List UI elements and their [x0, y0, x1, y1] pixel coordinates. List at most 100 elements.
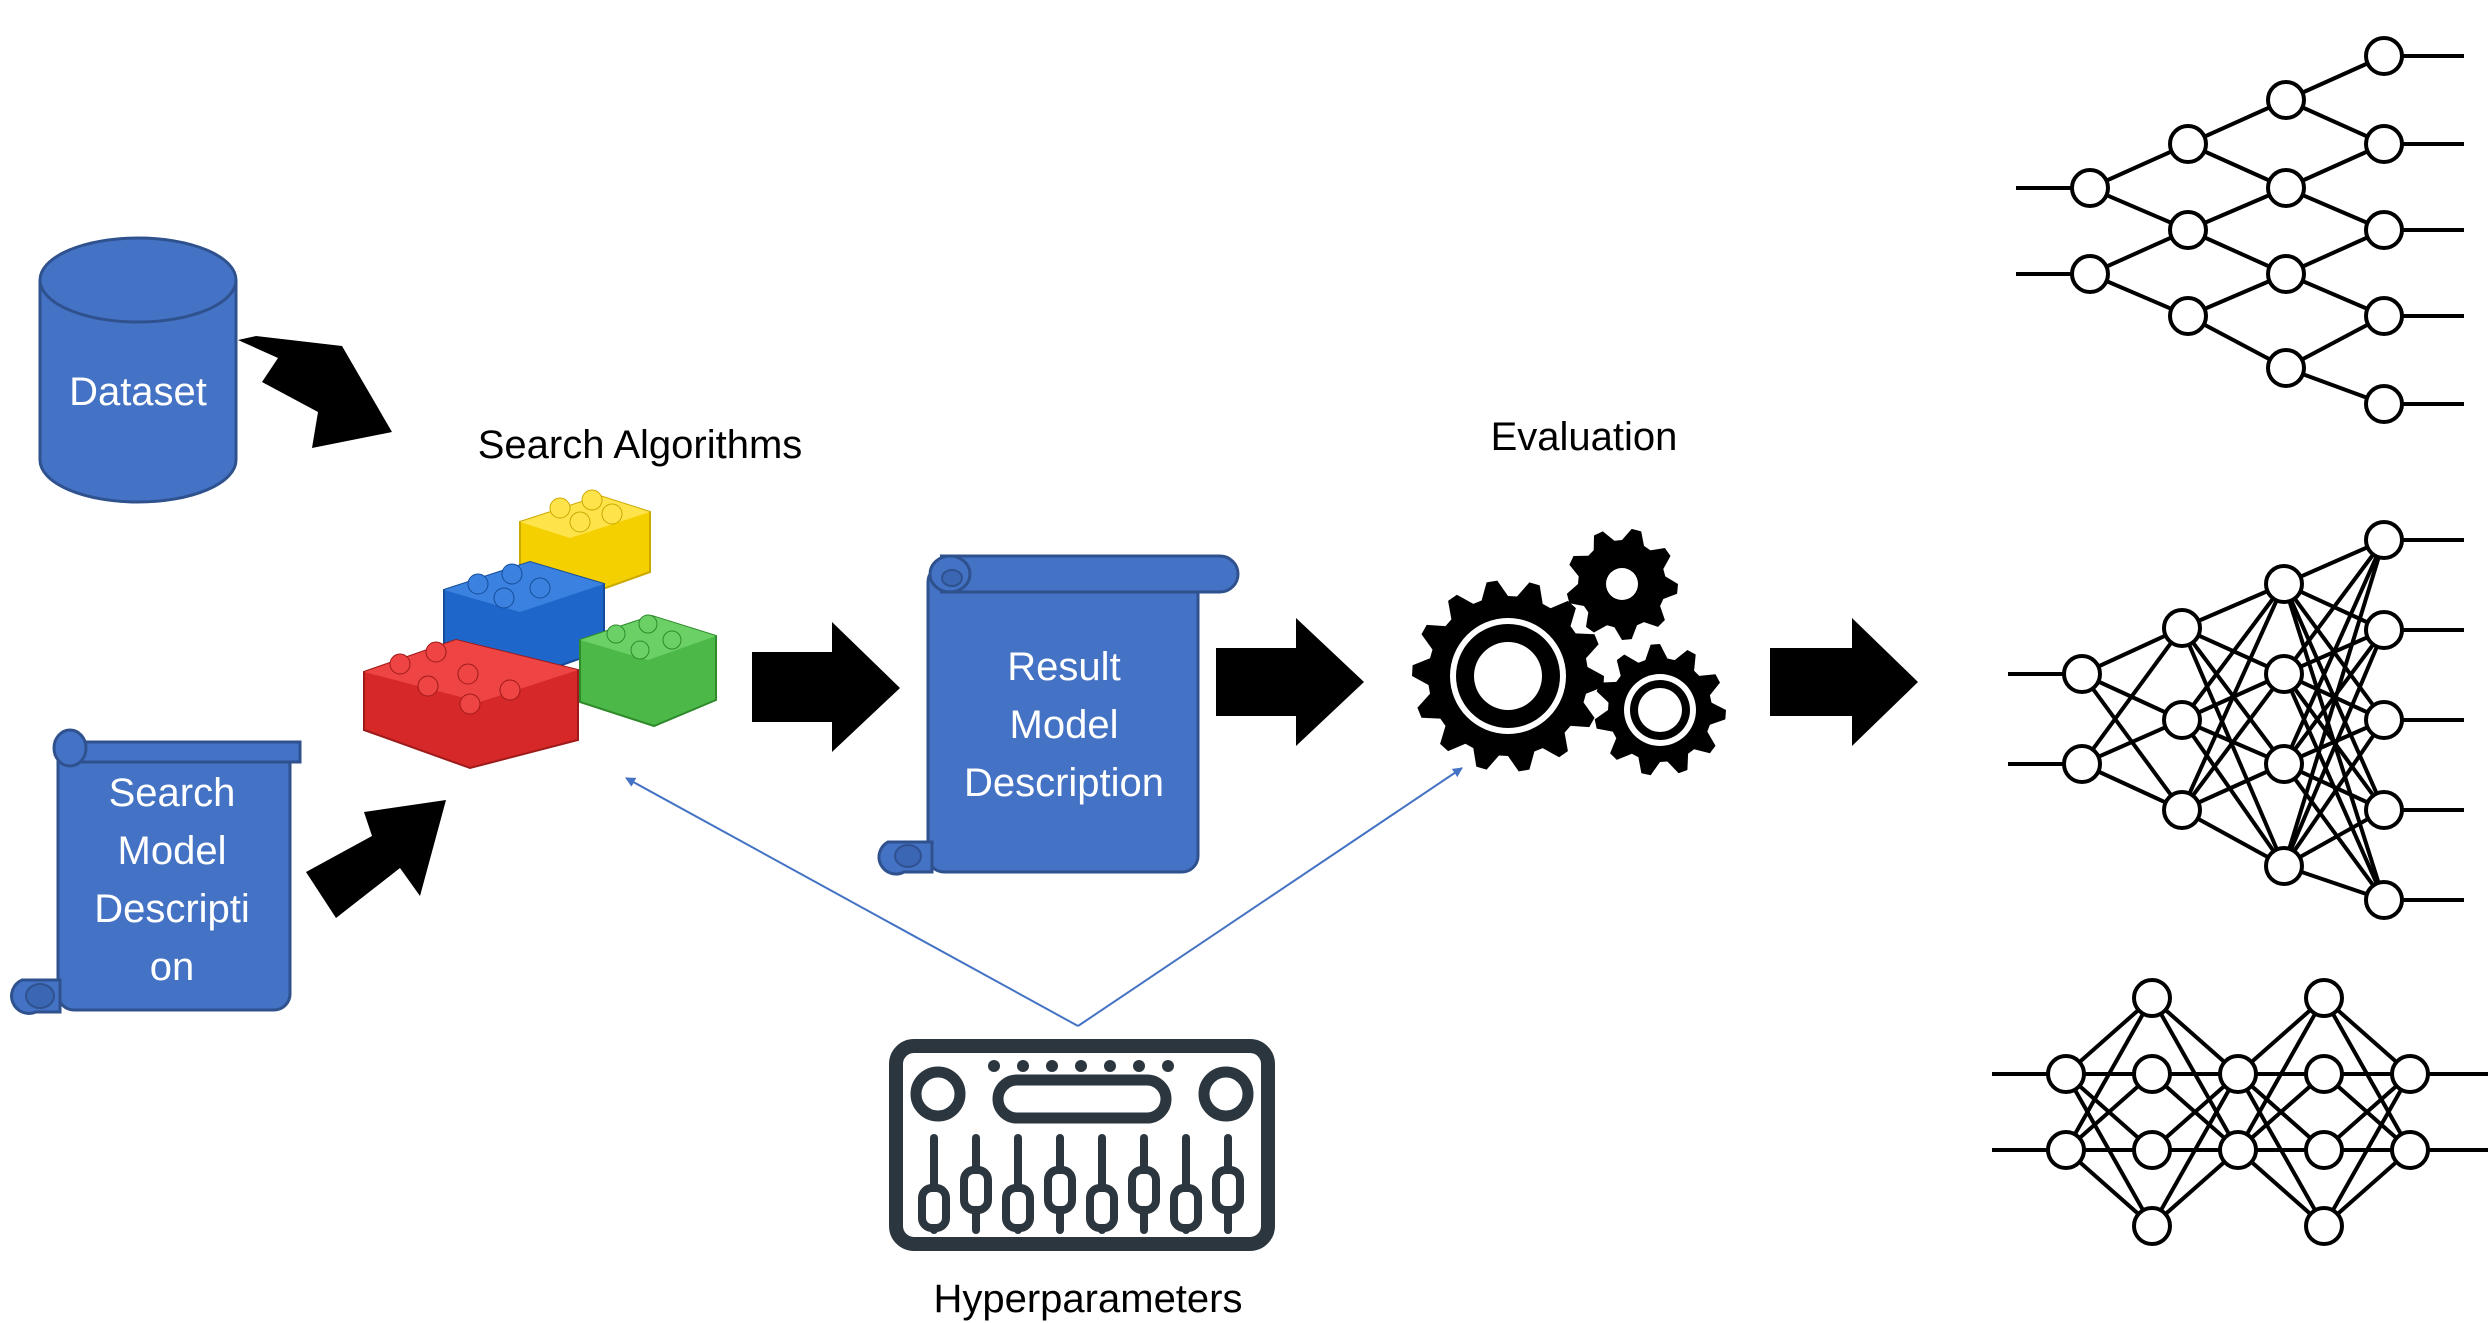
network-node: [2168, 210, 2208, 250]
network-node: [2364, 124, 2404, 164]
network-node: [2132, 1130, 2172, 1170]
arrow-dataset-to-search: [238, 336, 392, 448]
hyper-to-search-arrow: [625, 777, 1079, 1027]
network-node: [2304, 1054, 2344, 1094]
network-node: [2364, 880, 2404, 920]
network-top: [2016, 36, 2464, 424]
network-node: [2266, 80, 2306, 120]
network-node: [2266, 348, 2306, 388]
arrow-result-to-eval: [1216, 618, 1364, 746]
network-node: [2364, 296, 2404, 336]
network-edge: [2180, 627, 2286, 867]
mixer-led-dot: [1017, 1060, 1029, 1072]
result-model-line-2: Model: [1010, 703, 1119, 747]
gear-small-top-icon: [1566, 528, 1678, 640]
search-model-line-3: Descripti: [94, 887, 250, 931]
mixer-slider-knob: [1002, 1184, 1034, 1232]
network-node: [2168, 296, 2208, 336]
network-node: [2264, 846, 2304, 886]
network-node: [2132, 1206, 2172, 1246]
network-node: [2046, 1054, 2086, 1094]
network-node: [2364, 700, 2404, 740]
network-node: [2364, 790, 2404, 830]
network-node: [2132, 978, 2172, 1018]
search-model-line-4: on: [150, 945, 195, 989]
network-node: [2304, 1206, 2344, 1246]
gear-small-right-icon: [1594, 644, 1726, 776]
network-node: [2168, 124, 2208, 164]
network-edge: [2236, 997, 2326, 1151]
network-middle: [2008, 520, 2464, 920]
network-node: [2132, 1054, 2172, 1094]
network-node: [2218, 1130, 2258, 1170]
network-edges: [1992, 996, 2488, 1228]
hyperparameters-label: Hyperparameters: [933, 1277, 1242, 1321]
mixer-slider-knob: [918, 1184, 950, 1232]
gear-hole: [1606, 568, 1638, 600]
network-node: [2390, 1130, 2430, 1170]
network-node: [2364, 520, 2404, 560]
network-edge: [2180, 582, 2286, 722]
gears-icon: [1412, 528, 1726, 776]
network-node: [2162, 608, 2202, 648]
network-node: [2364, 210, 2404, 250]
network-node: [2218, 1054, 2258, 1094]
network-edge: [2080, 626, 2184, 766]
result-model-line-3: Description: [964, 761, 1164, 805]
mixer-slider-knob: [1212, 1166, 1244, 1214]
network-edge: [2282, 539, 2386, 765]
network-edge: [2282, 629, 2386, 867]
network-bottom: [1992, 978, 2488, 1246]
network-edge: [2180, 718, 2286, 868]
network-node: [2264, 564, 2304, 604]
network-edge: [2180, 672, 2286, 812]
network-node: [2070, 254, 2110, 294]
network-node: [2162, 700, 2202, 740]
network-node: [2046, 1130, 2086, 1170]
mixer-slider-knob: [960, 1166, 992, 1214]
search-model-line-2: Model: [118, 829, 227, 873]
mixer-slider-knob: [1086, 1184, 1118, 1232]
network-node: [2162, 790, 2202, 830]
mixer-slider-knob: [1044, 1166, 1076, 1214]
evaluation-label: Evaluation: [1491, 415, 1678, 459]
network-edge: [2064, 997, 2154, 1151]
arrow-search-to-result: [752, 622, 900, 752]
network-edge: [2150, 1073, 2240, 1227]
dataset-cylinder: Dataset: [38, 236, 238, 504]
network-node: [2390, 1054, 2430, 1094]
lego-blocks-icon: [363, 489, 717, 770]
arrow-search-model-to-search: [306, 800, 446, 918]
mixer-slider-knob: [1128, 1166, 1160, 1214]
network-node: [2266, 168, 2306, 208]
network-edge: [2282, 539, 2386, 867]
dataset-label: Dataset: [69, 370, 207, 414]
result-model-scroll: Result Model Description: [877, 554, 1240, 876]
arrow-eval-to-networks: [1770, 618, 1918, 746]
search-algorithms-label: Search Algorithms: [478, 423, 803, 467]
mixer-led-dot: [1046, 1060, 1058, 1072]
network-edge: [2180, 583, 2286, 811]
network-node: [2364, 610, 2404, 650]
mixer-led-dot: [1075, 1060, 1087, 1072]
network-node: [2304, 978, 2344, 1018]
network-node: [2364, 384, 2404, 424]
network-node: [2062, 744, 2102, 784]
network-edge: [2282, 538, 2386, 676]
network-node: [2070, 168, 2110, 208]
network-edge: [2282, 718, 2386, 868]
network-node: [2264, 654, 2304, 694]
mixer-led-dot: [988, 1060, 1000, 1072]
network-node: [2266, 254, 2306, 294]
network-edge: [2322, 1073, 2412, 1227]
mixer-console-icon: [889, 1039, 1275, 1251]
gear-hole: [1474, 642, 1542, 710]
mixer-led-dot: [1104, 1060, 1116, 1072]
search-model-scroll: Search Model Descripti on: [10, 728, 302, 1015]
gear-hole: [1638, 688, 1682, 732]
mixer-slider-knob: [1170, 1184, 1202, 1232]
network-node: [2062, 654, 2102, 694]
network-node: [2264, 744, 2304, 784]
network-node: [2364, 36, 2404, 76]
